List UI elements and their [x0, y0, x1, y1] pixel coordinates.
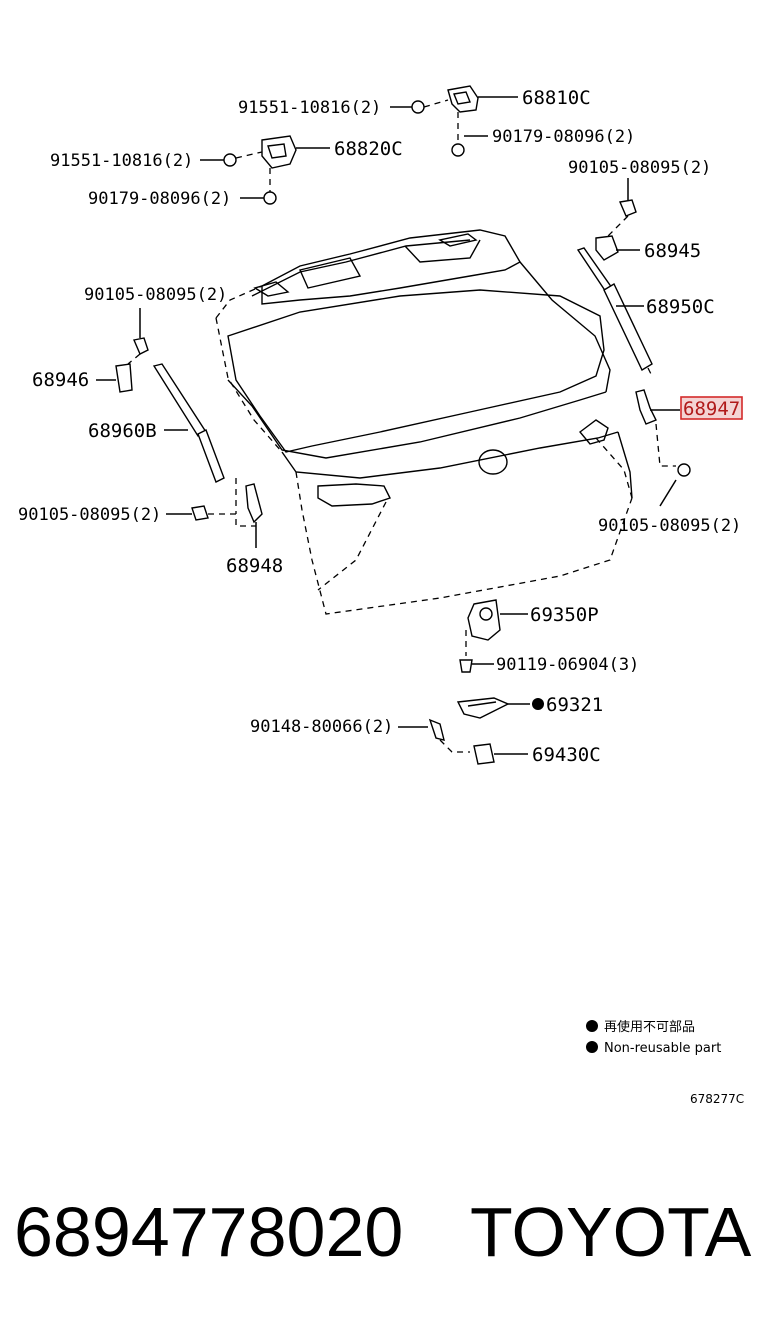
label-68810C: 68810C [522, 87, 591, 109]
part-69321 [456, 697, 544, 719]
hinge-68810C [390, 85, 518, 157]
back-door-panel [215, 229, 633, 615]
label-68960B: 68960B [88, 420, 157, 442]
non-reusable-marker-icon [586, 1020, 598, 1032]
left-stay-assembly [96, 308, 263, 548]
label-68946: 68946 [32, 369, 89, 391]
non-reusable-marker-icon [586, 1041, 598, 1053]
label-68945: 68945 [644, 240, 701, 262]
label-91551-top: 91551-10816(2) [238, 98, 381, 118]
label-69430C: 69430C [532, 744, 601, 766]
label-68948: 68948 [226, 555, 283, 577]
label-68947-highlighted: 68947 [683, 398, 740, 420]
label-68950C: 68950C [646, 296, 715, 318]
non-reusable-marker-icon [532, 698, 544, 710]
footer-part-number: 6894778020 [14, 1193, 404, 1271]
label-68820C: 68820C [334, 138, 403, 160]
lock-69350P [459, 599, 528, 673]
right-stay-assembly [576, 178, 691, 507]
label-90119: 90119-06904(3) [496, 655, 639, 675]
label-69350P: 69350P [530, 604, 599, 626]
label-90105-left-top: 90105-08095(2) [84, 285, 227, 305]
legend: 再使用不可部品 Non-reusable part [586, 1019, 721, 1056]
label-90105-right-bottom: 90105-08095(2) [598, 516, 741, 536]
label-90105-right-top: 90105-08095(2) [568, 158, 711, 178]
footer-brand: TOYOTA [470, 1193, 752, 1271]
legend-line-jp: 再使用不可部品 [604, 1019, 695, 1035]
label-69321: 69321 [546, 694, 603, 716]
label-90105-left-bottom: 90105-08095(2) [18, 505, 161, 525]
label-90179-top: 90179-08096(2) [492, 127, 635, 147]
label-91551-left: 91551-10816(2) [50, 151, 193, 171]
figure-number: 678277C [690, 1092, 744, 1106]
hinge-68820C [200, 135, 330, 205]
legend-line-en: Non-reusable part [604, 1041, 721, 1056]
highlight-box-68947 [680, 396, 743, 420]
label-90179-left: 90179-08096(2) [88, 189, 231, 209]
striker-69430C [398, 718, 528, 765]
label-90148: 90148-80066(2) [250, 717, 393, 737]
